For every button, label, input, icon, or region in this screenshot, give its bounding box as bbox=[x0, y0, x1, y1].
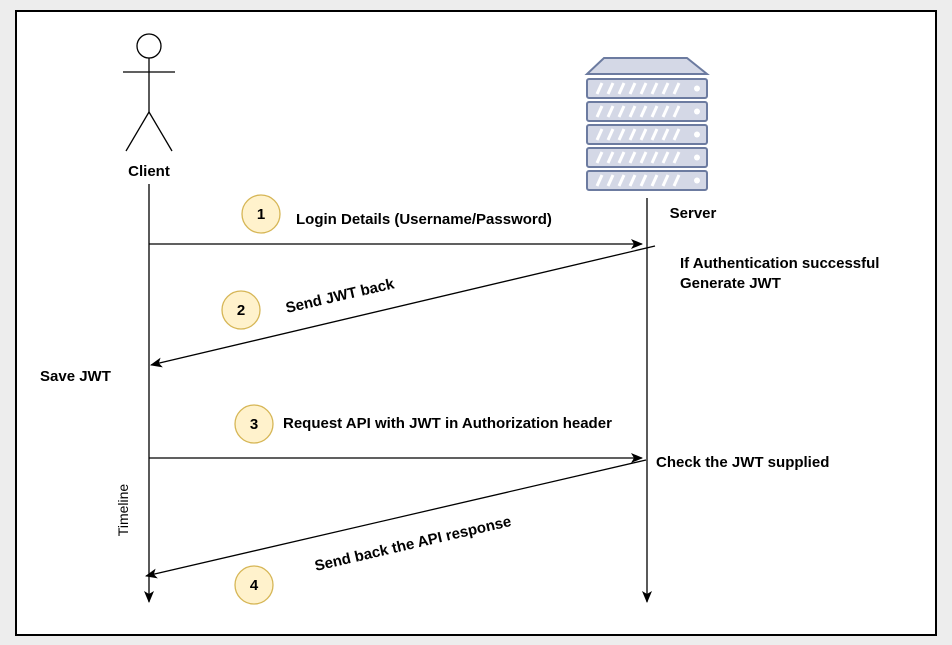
server-vent bbox=[672, 174, 681, 187]
server-vent bbox=[628, 174, 637, 187]
server-vent bbox=[661, 105, 670, 118]
server-vent bbox=[628, 82, 637, 95]
server-status-light bbox=[694, 131, 700, 138]
server-unit bbox=[586, 78, 708, 99]
server-vent bbox=[639, 128, 648, 141]
server-vent bbox=[672, 82, 681, 95]
server-vent bbox=[617, 105, 626, 118]
server-rack-icon bbox=[584, 57, 710, 191]
step-number: 1 bbox=[257, 206, 265, 223]
server-vent bbox=[650, 174, 659, 187]
server-vent bbox=[639, 105, 648, 118]
server-vent bbox=[639, 174, 648, 187]
step-1-label: Login Details (Username/Password) bbox=[296, 211, 552, 228]
server-vent bbox=[639, 151, 648, 164]
step-number: 2 bbox=[237, 302, 245, 319]
server-vent bbox=[672, 105, 681, 118]
server-vent bbox=[650, 151, 659, 164]
server-status-light bbox=[694, 108, 700, 115]
server-unit bbox=[586, 101, 708, 122]
server-label: Server bbox=[670, 205, 717, 222]
server-status-light bbox=[694, 154, 700, 161]
save-jwt-note: Save JWT bbox=[40, 368, 111, 385]
auth-note-line-2: Generate JWT bbox=[680, 275, 781, 292]
server-vent bbox=[595, 82, 604, 95]
check-jwt-note: Check the JWT supplied bbox=[656, 454, 829, 471]
server-top-cap bbox=[584, 57, 710, 75]
auth-note-line-1: If Authentication successful bbox=[680, 255, 879, 272]
step-badge-2: 2 bbox=[221, 290, 261, 330]
server-vent bbox=[650, 105, 659, 118]
client-label: Client bbox=[128, 163, 170, 180]
diagram-frame bbox=[15, 10, 937, 636]
server-vent bbox=[595, 151, 604, 164]
step-badge-4: 4 bbox=[234, 565, 274, 605]
message-2-arrow bbox=[150, 245, 656, 368]
server-vent bbox=[628, 128, 637, 141]
server-vent bbox=[661, 128, 670, 141]
server-vent bbox=[595, 174, 604, 187]
server-unit bbox=[586, 170, 708, 191]
server-vent bbox=[661, 151, 670, 164]
server-status-light bbox=[694, 177, 700, 184]
server-vent bbox=[628, 151, 637, 164]
message-4-arrow bbox=[145, 459, 647, 579]
step-badge-3: 3 bbox=[234, 404, 274, 444]
server-vent bbox=[650, 128, 659, 141]
server-unit bbox=[586, 147, 708, 168]
server-vent bbox=[672, 128, 681, 141]
step-3-label: Request API with JWT in Authorization he… bbox=[283, 415, 612, 432]
server-vent bbox=[617, 174, 626, 187]
server-status-light bbox=[694, 85, 700, 92]
server-vent bbox=[661, 82, 670, 95]
server-vent bbox=[595, 128, 604, 141]
client-actor-icon bbox=[123, 33, 175, 152]
server-vent bbox=[606, 128, 615, 141]
server-vent bbox=[606, 174, 615, 187]
server-vent bbox=[672, 151, 681, 164]
server-vent bbox=[650, 82, 659, 95]
server-vent bbox=[606, 105, 615, 118]
server-vent bbox=[606, 151, 615, 164]
timeline-label: Timeline bbox=[115, 484, 131, 537]
step-badge-1: 1 bbox=[241, 194, 281, 234]
server-vent bbox=[661, 174, 670, 187]
step-number: 4 bbox=[250, 577, 259, 594]
server-vent bbox=[639, 82, 648, 95]
step-number: 3 bbox=[250, 416, 258, 433]
server-vent bbox=[595, 105, 604, 118]
server-vent bbox=[617, 82, 626, 95]
server-vent bbox=[606, 82, 615, 95]
server-vent bbox=[617, 151, 626, 164]
server-unit bbox=[586, 124, 708, 145]
server-vent bbox=[628, 105, 637, 118]
server-vent bbox=[617, 128, 626, 141]
